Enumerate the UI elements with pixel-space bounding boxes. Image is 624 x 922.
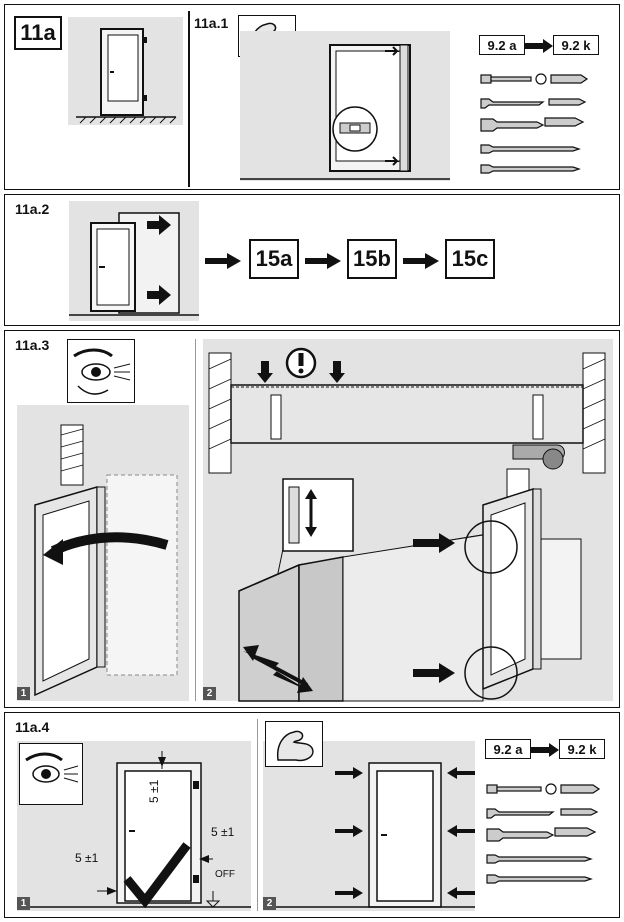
sequence-step-15c: 15c bbox=[445, 239, 495, 279]
arrow-icon bbox=[531, 743, 559, 757]
side-gap-left-label: 5 ±1 bbox=[75, 851, 99, 865]
step-label-11a-2: 11a.2 bbox=[15, 201, 50, 217]
door-remove-drawing bbox=[69, 212, 199, 316]
arrow-icon bbox=[205, 253, 241, 269]
screw-icon bbox=[486, 783, 601, 884]
step-label-11a-1: 11a.1 bbox=[194, 15, 229, 31]
arrow-icon bbox=[525, 39, 553, 53]
step-label-11a: 11a bbox=[14, 16, 62, 50]
divider bbox=[195, 339, 196, 701]
arrow-icon bbox=[403, 253, 439, 269]
sub-step-number: 1 bbox=[17, 687, 30, 700]
step-label-11a-3: 11a.3 bbox=[15, 337, 50, 353]
panel-11a-3: 11a.3 1 bbox=[4, 330, 620, 708]
warning-exclamation-icon bbox=[285, 347, 317, 379]
sequence-step-15a: 15a bbox=[249, 239, 299, 279]
door-swing-drawing bbox=[34, 424, 178, 697]
sub-step-number: 2 bbox=[263, 897, 276, 910]
eye-icon bbox=[67, 339, 135, 403]
divider bbox=[257, 719, 258, 911]
level-check-drawing bbox=[240, 44, 450, 180]
sequence-step-15b: 15b bbox=[347, 239, 397, 279]
overview-door-drawing bbox=[76, 28, 177, 124]
panel-11a-4: 11a.4 5 ±1 5 ±1 5 ±1 OFF 1 bbox=[4, 712, 620, 918]
sub-step-number: 1 bbox=[17, 897, 30, 910]
side-gap-right-label: 5 ±1 bbox=[211, 825, 235, 839]
off-label: OFF bbox=[215, 869, 235, 880]
panel-11a-1: 11a 11a.1 9.2 a bbox=[4, 4, 620, 190]
sub-step-number: 2 bbox=[203, 687, 216, 700]
adjust-drawing bbox=[208, 347, 606, 702]
gap-check-drawing bbox=[17, 751, 251, 909]
flexed-arm-icon bbox=[265, 721, 323, 767]
eye-icon bbox=[19, 743, 83, 805]
screw-fix-drawing bbox=[263, 762, 475, 908]
ref-from-a-2: 9.2 a bbox=[485, 739, 531, 759]
top-gap-label: 5 ±1 bbox=[147, 779, 161, 803]
step-label-11a-4: 11a.4 bbox=[15, 719, 50, 735]
panel-11a-2: 11a.2 15a 15b 15c bbox=[4, 194, 620, 326]
ref-from-a: 9.2 a bbox=[479, 35, 525, 55]
ref-to-k: 9.2 k bbox=[553, 35, 599, 55]
arrow-icon bbox=[305, 253, 341, 269]
screw-icon bbox=[480, 73, 589, 174]
ref-to-k-2: 9.2 k bbox=[559, 739, 605, 759]
divider bbox=[188, 11, 190, 187]
